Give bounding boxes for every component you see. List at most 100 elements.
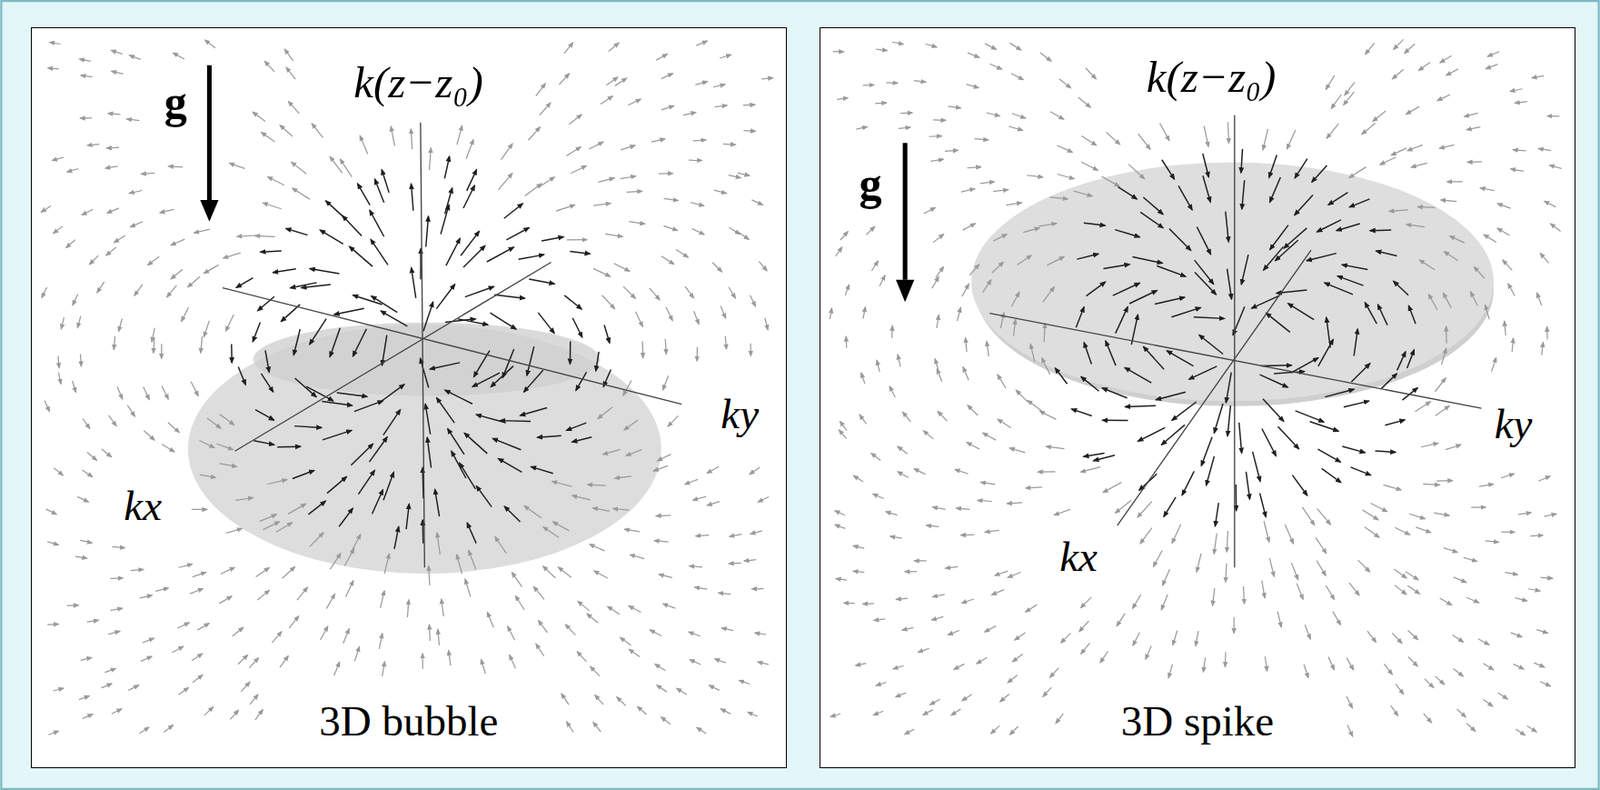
- velocity-arrow: [346, 580, 354, 597]
- velocity-arrow: [170, 238, 185, 246]
- velocity-arrow: [172, 645, 184, 653]
- velocity-arrow: [1538, 476, 1551, 481]
- velocity-arrow: [853, 475, 864, 482]
- velocity-arrow: [429, 362, 460, 369]
- velocity-arrow: [1172, 524, 1182, 544]
- velocity-arrow: [932, 277, 939, 289]
- velocity-arrow: [159, 208, 174, 213]
- velocity-arrow: [994, 570, 1008, 576]
- velocity-arrow: [990, 63, 1003, 70]
- velocity-arrow: [845, 336, 848, 348]
- velocity-arrow: [693, 496, 706, 500]
- velocity-arrow: [1225, 372, 1232, 403]
- velocity-arrow: [394, 526, 399, 548]
- velocity-arrow: [192, 675, 203, 683]
- velocity-arrow: [728, 175, 741, 179]
- velocity-arrow: [1025, 604, 1038, 612]
- velocity-arrow: [173, 52, 185, 60]
- velocity-arrow: [564, 295, 582, 309]
- velocity-arrow: [658, 172, 674, 175]
- velocity-arrow: [134, 284, 143, 296]
- velocity-arrow: [596, 351, 599, 371]
- velocity-arrow: [615, 78, 627, 86]
- velocity-arrow: [586, 613, 598, 623]
- velocity-arrow: [1467, 160, 1482, 163]
- velocity-arrow: [375, 178, 385, 203]
- velocity-arrow: [265, 349, 269, 372]
- velocity-arrow: [459, 462, 477, 489]
- velocity-arrow: [47, 541, 59, 546]
- velocity-arrow: [693, 139, 706, 141]
- velocity-arrow: [1101, 176, 1120, 187]
- velocity-arrow: [155, 587, 169, 591]
- velocity-arrow: [1487, 51, 1500, 57]
- velocity-arrow: [750, 295, 756, 307]
- velocity-arrow: [1206, 456, 1215, 486]
- velocity-arrow: [923, 430, 934, 439]
- velocity-arrow: [626, 449, 642, 457]
- velocity-arrow: [1017, 255, 1032, 265]
- velocity-arrow: [1202, 153, 1210, 178]
- velocity-arrow: [81, 208, 93, 215]
- velocity-arrow: [1351, 467, 1372, 476]
- velocity-arrow: [695, 535, 709, 537]
- velocity-arrow: [1470, 291, 1479, 306]
- y-axis: [222, 288, 682, 405]
- velocity-arrow: [893, 665, 905, 669]
- velocity-arrow: [1407, 349, 1415, 368]
- velocity-arrow: [1544, 200, 1556, 207]
- velocity-arrow: [969, 264, 980, 276]
- velocity-arrow: [1102, 419, 1128, 422]
- velocity-arrow: [1328, 192, 1348, 206]
- velocity-arrow: [1332, 611, 1342, 626]
- velocity-arrow: [663, 603, 676, 608]
- velocity-arrow: [835, 578, 847, 581]
- velocity-arrow: [447, 428, 465, 455]
- velocity-arrow: [1163, 496, 1176, 517]
- velocity-arrow: [1384, 419, 1405, 426]
- velocity-arrow: [240, 681, 250, 692]
- velocity-arrow: [992, 261, 1004, 273]
- velocity-arrow: [986, 112, 1001, 117]
- velocity-arrow: [951, 708, 961, 716]
- velocity-arrow: [1009, 447, 1025, 453]
- velocity-arrow: [89, 255, 99, 265]
- velocity-arrow: [319, 229, 343, 244]
- velocity-arrow: [326, 200, 345, 218]
- velocity-arrow: [384, 553, 389, 574]
- velocity-arrow: [1417, 206, 1435, 209]
- velocity-arrow: [79, 539, 92, 543]
- velocity-arrow: [127, 405, 135, 417]
- velocity-arrow: [320, 626, 328, 640]
- velocity-arrow: [966, 167, 981, 169]
- velocity-arrow: [139, 726, 149, 734]
- velocity-arrow: [1050, 667, 1060, 677]
- velocity-arrow: [1226, 530, 1228, 552]
- velocity-arrow: [178, 686, 189, 695]
- velocity-arrow: [541, 237, 564, 241]
- velocity-arrow: [515, 595, 525, 609]
- velocity-arrow: [1124, 367, 1152, 383]
- velocity-arrow: [874, 101, 887, 104]
- velocity-arrow: [1367, 630, 1377, 642]
- velocity-arrow: [665, 307, 673, 321]
- velocity-arrow: [248, 657, 259, 668]
- velocity-arrow: [1291, 357, 1318, 373]
- velocity-arrow: [67, 604, 80, 607]
- velocity-arrow: [620, 145, 636, 150]
- velocity-arrow: [495, 536, 507, 554]
- velocity-arrow: [1105, 340, 1116, 366]
- velocity-arrow: [1015, 389, 1028, 402]
- velocity-arrow: [1045, 446, 1064, 449]
- velocity-arrow: [576, 371, 587, 390]
- velocity-arrow: [464, 432, 487, 453]
- velocity-arrow: [744, 559, 756, 561]
- velocity-arrow: [1326, 123, 1339, 139]
- velocity-arrow: [105, 166, 119, 169]
- velocity-arrow: [1213, 533, 1217, 555]
- velocity-arrow: [441, 598, 444, 617]
- velocity-arrow: [101, 448, 112, 458]
- velocity-arrow: [80, 656, 92, 660]
- velocity-arrow: [1040, 52, 1052, 61]
- velocity-arrow: [961, 533, 975, 536]
